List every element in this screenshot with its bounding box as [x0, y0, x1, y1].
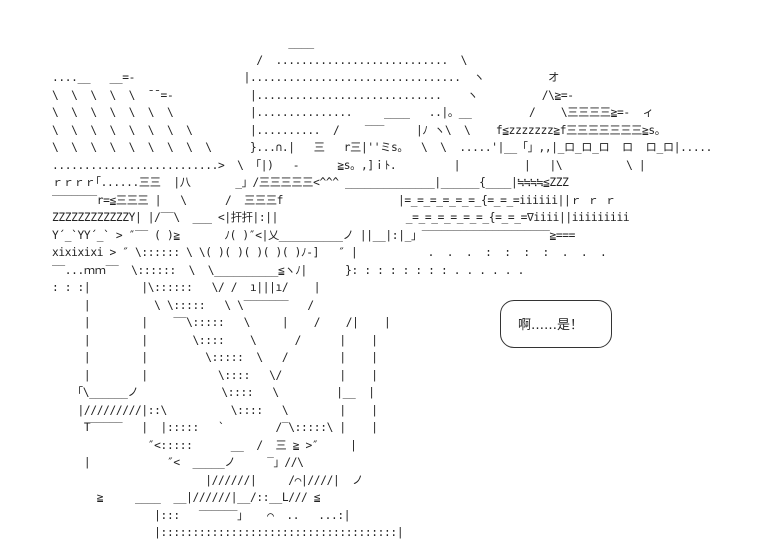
- art-line: / ........................... \: [52, 53, 468, 67]
- speech-bubble: [500, 300, 612, 348]
- art-line: ｢\______ノ \:::: \ |__ |: [52, 386, 375, 399]
- art-line: \ \ \ \ \ \ \ |............... ____ ..|。…: [52, 106, 654, 119]
- art-line: : : :| |\:::::: \/ / ı|||ı/ |: [52, 281, 321, 294]
- art-line: xixixixi > ″ \:::::: \ \( )( )( )( )( )ﾉ…: [52, 246, 607, 259]
- art-line: ｒｒｒｒ｢......三三 |八 _」/三三三三三<^^^ __________…: [52, 176, 569, 189]
- art-line: ....__ __=- |...........................…: [52, 71, 559, 84]
- art-line: | \ \::::: \ \‾‾‾‾‾‾‾ /: [52, 298, 314, 312]
- art-line: ″<::::: __ / 三 ≧ >″ |: [52, 438, 357, 452]
- art-line: | | \::::: \ / | |: [52, 351, 378, 364]
- art-line: \ \ \ \ \ \ \ \ |.......... / ‾‾‾ |ﾉ ヽ\ …: [52, 123, 666, 137]
- art-line: |:::::::::::::::::::::::::::::::::::::|: [52, 526, 404, 539]
- speech-text: 啊……是！: [518, 318, 584, 333]
- ascii-art: ____ / ........................... \....…: [52, 34, 712, 542]
- art-line: \ \ \ \ \ \ \ \ \ }...∩.| 三 r三|''ミs。 \ \…: [52, 141, 713, 154]
- art-line: |//////| /⌒|////| ノ: [52, 473, 363, 487]
- art-line: ..........................> \ 「|) ‐ ≧s。,…: [52, 158, 646, 172]
- art-line: \ \ \ \ \ ¯¯=- |........................…: [52, 88, 574, 102]
- art-line: |::: ‾‾‾‾‾‾」 ⌒ .. ...:|: [52, 508, 351, 522]
- art-line: | ″< _____ノ ‾」//\: [52, 456, 304, 469]
- art-line: |/////////|::\ \:::: \ | |: [52, 403, 378, 417]
- art-line: T‾‾‾‾‾ | |::::: ` /‾\:::::\ | |: [52, 421, 378, 434]
- art-line: ‾‾...ｍｍ‾‾ \:::::: \ \__________≦ヽﾉ| }: :…: [52, 263, 524, 277]
- art-line: ≧ ____ __|//////|__/::__L/// ≦: [52, 491, 321, 504]
- art-line: ‾‾‾‾‾‾‾r=≦三三三 | \ / 三三三f |=_=_=_=_=_=_{=…: [52, 193, 616, 207]
- art-line: | | ‾‾\::::: \ | / /| |: [52, 316, 391, 329]
- art-line: | | \:::: \ / | |: [52, 333, 378, 347]
- art-line: | | \:::: \/ | |: [52, 368, 378, 382]
- art-line: ZZZZZZZZZZZZY| |/‾‾\ ___ <|扞扞|:|| _=_=_=…: [52, 211, 630, 224]
- art-line: Y´_`YY´_` > ″‾‾ ( )≧ ﾉ( )″<|乂__________ノ…: [52, 228, 576, 242]
- art-line: ____: [52, 36, 314, 49]
